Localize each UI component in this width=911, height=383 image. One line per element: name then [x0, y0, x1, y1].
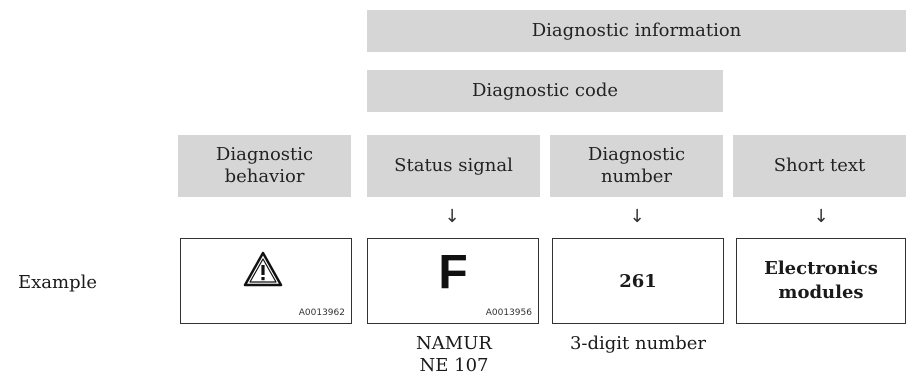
short-text-value: Electronics modules — [764, 258, 878, 303]
behavior-example-box: A0013962 — [180, 238, 352, 324]
short-text-example-box: Electronics modules — [736, 238, 906, 324]
example-row-label: Example — [18, 272, 98, 293]
diagnostic-behavior-header: Diagnostic behavior — [178, 135, 351, 197]
namur-note: NAMUR NE 107 — [416, 333, 492, 376]
diagnostic-information-header: Diagnostic information — [367, 10, 906, 52]
diagnostic-number-value: 261 — [619, 270, 657, 292]
status-example-box: F A0013956 — [367, 238, 539, 324]
diagnostic-code-header: Diagnostic code — [367, 70, 723, 112]
number-example-box: 261 — [552, 238, 724, 324]
arrow-short-text-icon: ↓ — [813, 206, 829, 227]
short-text-header: Short text — [733, 135, 906, 197]
diagnostic-information-label: Diagnostic information — [531, 20, 742, 41]
diagnostic-behavior-label: Diagnostic behavior — [215, 144, 314, 187]
diagnostic-number-header: Diagnostic number — [550, 135, 723, 197]
status-signal-header: Status signal — [367, 135, 540, 197]
short-text-label: Short text — [773, 155, 866, 176]
arrow-status-icon: ↓ — [444, 206, 460, 227]
status-signal-letter: F — [438, 246, 468, 299]
warning-triangle-icon — [243, 251, 283, 287]
diagnostic-code-label: Diagnostic code — [472, 80, 618, 101]
status-image-code: A0013956 — [485, 308, 532, 318]
three-digit-note: 3-digit number — [569, 333, 707, 354]
diagnostic-number-label: Diagnostic number — [587, 144, 686, 187]
status-signal-label: Status signal — [394, 155, 513, 176]
behavior-image-code: A0013962 — [298, 308, 345, 318]
arrow-number-icon: ↓ — [629, 206, 645, 227]
